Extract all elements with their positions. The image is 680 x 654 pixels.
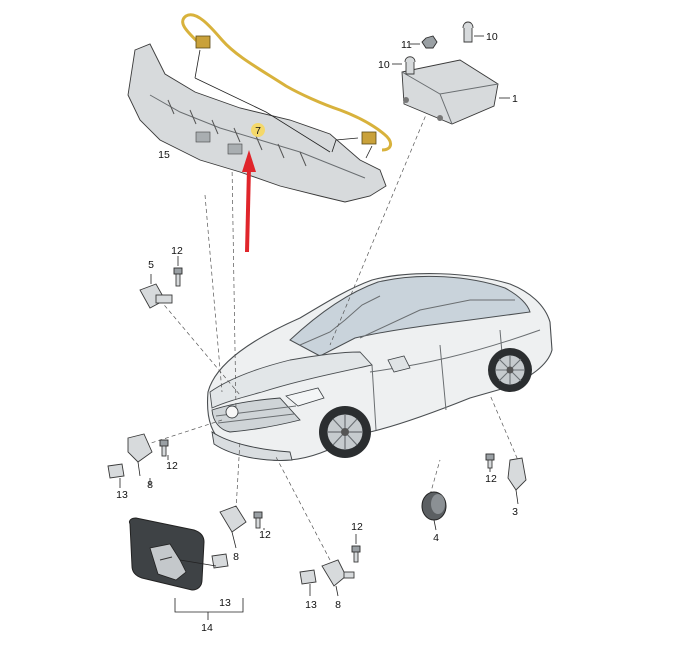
rear-wheel — [488, 348, 532, 392]
car-body — [206, 273, 553, 461]
callout-4: 4 — [433, 532, 439, 544]
callout-marker-icon: 7 — [251, 123, 265, 137]
callout-labels: 1 3 4 5 8 8 8 10 10 11 12 12 12 12 12 13… — [116, 31, 518, 634]
bolt-12-right — [485, 453, 495, 472]
callout-11: 11 — [401, 39, 412, 51]
callout-14: 14 — [201, 622, 213, 634]
callout-12-center: 12 — [259, 529, 271, 541]
callout-8-center: 8 — [233, 551, 239, 563]
crash-sensor-8-center — [219, 505, 247, 549]
clip-13-left — [107, 463, 125, 488]
crash-sensor-5 — [139, 274, 173, 309]
front-wheel — [319, 406, 371, 458]
bolt-12-sensor5 — [173, 256, 183, 287]
stud-10-lower — [392, 56, 416, 75]
dashed-reference-lines — [144, 109, 521, 561]
callout-8-left: 8 — [147, 479, 153, 491]
stud-10-upper — [462, 21, 484, 43]
callout-13-center: 13 — [219, 597, 231, 609]
callout-10-lower: 10 — [378, 59, 390, 71]
callout-13-lower: 13 — [305, 599, 317, 611]
front-sensor-assembly-14 — [129, 517, 244, 620]
airbag-control-unit — [401, 59, 510, 125]
red-arrow-icon — [242, 150, 256, 253]
bumper-impact-absorber — [127, 43, 387, 203]
nut-11 — [410, 35, 438, 49]
clip-13-lower — [299, 569, 317, 596]
wiring-harness — [181, 13, 392, 159]
callout-12-right: 12 — [485, 473, 497, 485]
callout-13-left: 13 — [116, 489, 128, 501]
callout-3: 3 — [512, 506, 518, 518]
bolt-12-lower — [351, 534, 361, 563]
bolt-12-center — [253, 511, 265, 530]
callout-12-left: 12 — [166, 460, 178, 472]
clip-13-center — [211, 553, 229, 569]
callout-5: 5 — [148, 259, 154, 271]
callout-1: 1 — [512, 93, 518, 105]
callout-7: 7 — [255, 125, 261, 137]
pressure-sensor-4 — [421, 491, 447, 531]
crash-sensor-8-left — [127, 433, 153, 486]
callout-15: 15 — [158, 149, 170, 161]
bolt-12-left — [159, 439, 169, 460]
crash-sensor-3 — [507, 457, 527, 505]
callout-8-lower: 8 — [335, 599, 341, 611]
callout-12-sensor5: 12 — [171, 245, 183, 257]
callout-12-lower: 12 — [351, 521, 363, 533]
callout-10-upper: 10 — [486, 31, 498, 43]
crash-sensor-8-lower — [321, 559, 355, 597]
